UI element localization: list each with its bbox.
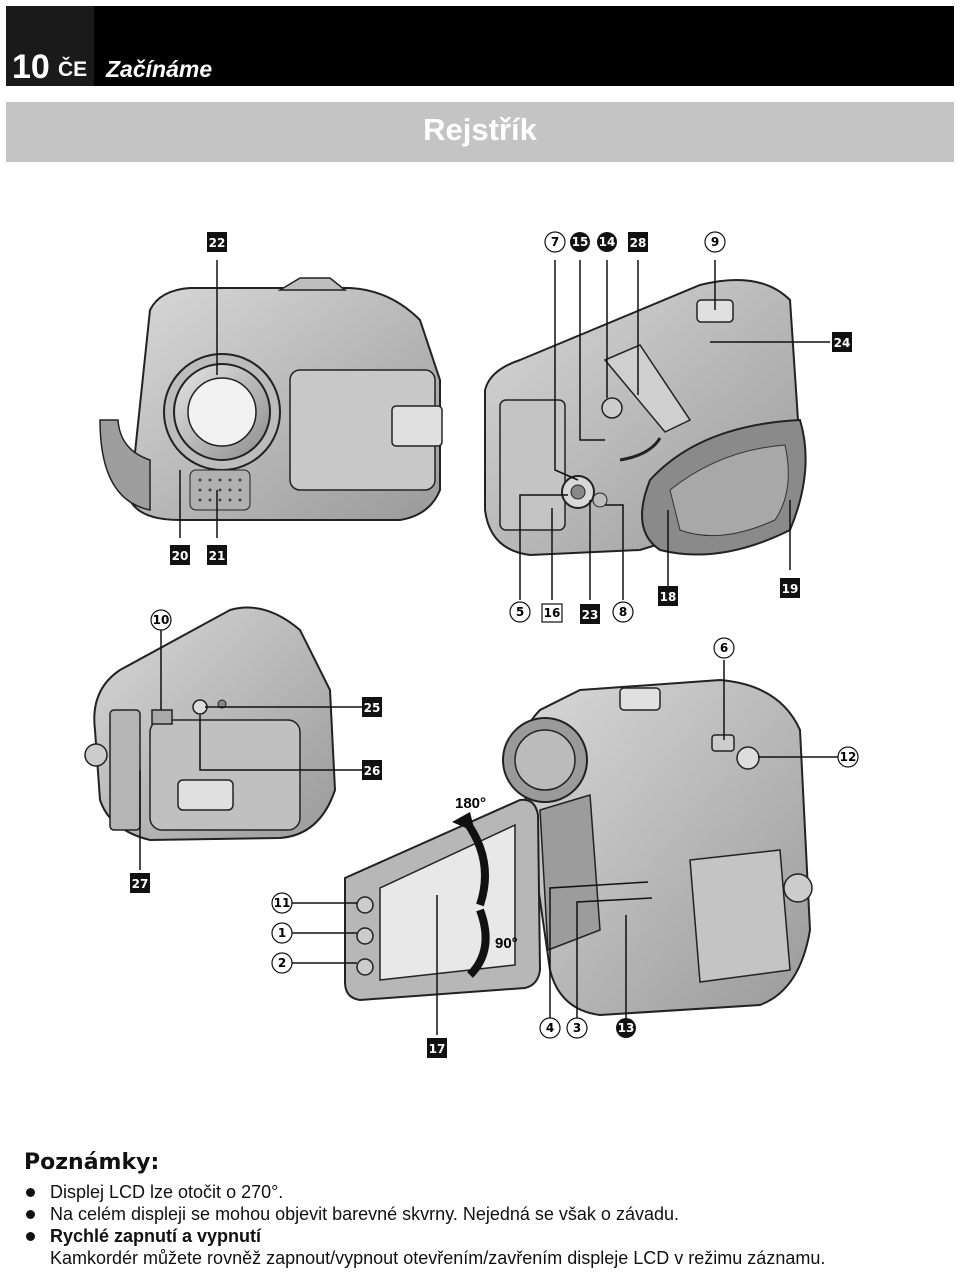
callout-23: 23 [580, 604, 600, 624]
bullet-icon [26, 1210, 35, 1219]
callout-4: 4 [539, 1017, 561, 1039]
note-item: Na celém displeji se mohou objevit barev… [24, 1203, 954, 1225]
callouts-circled: 7 9 5 8 6 10 12 11 1 2 4 3 [150, 231, 859, 1039]
camcorder-illustration: 180° 90° 7 9 5 8 [84, 231, 859, 1058]
notes-section: Poznámky: Displej LCD lze otočit o 270°.… [24, 1150, 954, 1269]
callout-19: 19 [780, 578, 800, 598]
camcorder-front-view [99, 277, 443, 521]
page-number: 10 [12, 48, 50, 86]
svg-text:26: 26 [364, 764, 381, 778]
svg-text:2: 2 [278, 956, 286, 970]
note-text: Rychlé zapnutí a vypnutí [50, 1226, 262, 1246]
svg-text:25: 25 [364, 701, 381, 715]
section-title: Začínáme [106, 56, 213, 82]
camcorder-bottom-view [84, 606, 337, 842]
note-item: Displej LCD lze otočit o 270°. [24, 1181, 954, 1203]
svg-text:7: 7 [551, 235, 559, 249]
page-number-box: 10 ČE [6, 6, 94, 86]
callout-15: 15 [570, 232, 590, 252]
callout-7: 7 [544, 231, 566, 253]
svg-text:8: 8 [619, 605, 627, 619]
callouts-black-circle: 15 14 13 [570, 232, 636, 1038]
svg-text:23: 23 [582, 608, 599, 622]
callout-21: 21 [207, 545, 227, 565]
language-code: ČE [58, 58, 88, 81]
title-band: Rejstřík [6, 102, 954, 162]
svg-text:12: 12 [840, 750, 857, 764]
svg-text:14: 14 [599, 235, 616, 249]
svg-text:18: 18 [660, 590, 677, 604]
svg-text:28: 28 [630, 236, 647, 250]
svg-text:4: 4 [546, 1021, 554, 1035]
note-text: Na celém displeji se mohou objevit barev… [50, 1204, 679, 1224]
callout-11: 11 [271, 892, 293, 914]
callout-27: 27 [130, 873, 150, 893]
callout-22: 22 [207, 232, 227, 252]
svg-text:15: 15 [572, 235, 589, 249]
callout-10: 10 [150, 609, 172, 631]
microphone-grille [198, 478, 242, 502]
callout-1: 1 [271, 922, 293, 944]
svg-text:22: 22 [209, 236, 226, 250]
svg-text:5: 5 [516, 605, 524, 619]
svg-text:24: 24 [834, 336, 851, 350]
callout-28: 28 [628, 232, 648, 252]
svg-text:27: 27 [132, 877, 149, 891]
svg-text:16: 16 [544, 606, 561, 620]
callout-3: 3 [566, 1017, 588, 1039]
camcorder-rear-view [484, 279, 807, 557]
note-item: Rychlé zapnutí a vypnutí [24, 1225, 954, 1247]
page-header: 10 ČE Začínáme [6, 6, 954, 86]
note-subtext: Kamkordér můžete rovněž zapnout/vypnout … [50, 1248, 826, 1268]
svg-text:10: 10 [153, 613, 170, 627]
leader-lines [139, 260, 838, 1035]
svg-text:19: 19 [782, 582, 799, 596]
section-box: Začínáme [94, 6, 954, 86]
note-text: Displej LCD lze otočit o 270°. [50, 1182, 284, 1202]
callout-12: 12 [837, 746, 859, 768]
callout-8: 8 [612, 601, 634, 623]
callout-13: 13 [616, 1018, 636, 1038]
svg-text:11: 11 [274, 896, 291, 910]
callout-25: 25 [362, 697, 382, 717]
svg-text:1: 1 [278, 926, 286, 940]
bullet-icon [26, 1232, 35, 1241]
svg-text:9: 9 [711, 235, 719, 249]
camcorder-lcd-open-view: 180° 90° [344, 678, 813, 1017]
angle-label-90: 90° [495, 935, 518, 952]
bullet-icon [26, 1188, 35, 1197]
page-title: Rejstřík [423, 112, 537, 147]
callout-24: 24 [832, 332, 852, 352]
svg-text:13: 13 [618, 1021, 635, 1035]
notes-title: Poznámky: [24, 1150, 160, 1175]
svg-text:3: 3 [573, 1021, 581, 1035]
callout-5: 5 [509, 601, 531, 623]
callout-9: 9 [704, 231, 726, 253]
callout-14: 14 [597, 232, 617, 252]
callouts-boxed: 22 16 20 21 24 28 23 18 19 25 26 27 17 [130, 232, 852, 1058]
angle-label-180: 180° [455, 795, 486, 812]
callout-2: 2 [271, 952, 293, 974]
svg-text:6: 6 [720, 641, 728, 655]
svg-text:20: 20 [172, 549, 189, 563]
callout-16: 16 [541, 603, 563, 623]
svg-text:21: 21 [209, 549, 226, 563]
callout-17: 17 [427, 1038, 447, 1058]
svg-text:17: 17 [429, 1042, 446, 1056]
callout-20: 20 [170, 545, 190, 565]
callout-18: 18 [658, 586, 678, 606]
callout-6: 6 [713, 637, 735, 659]
callout-26: 26 [362, 760, 382, 780]
